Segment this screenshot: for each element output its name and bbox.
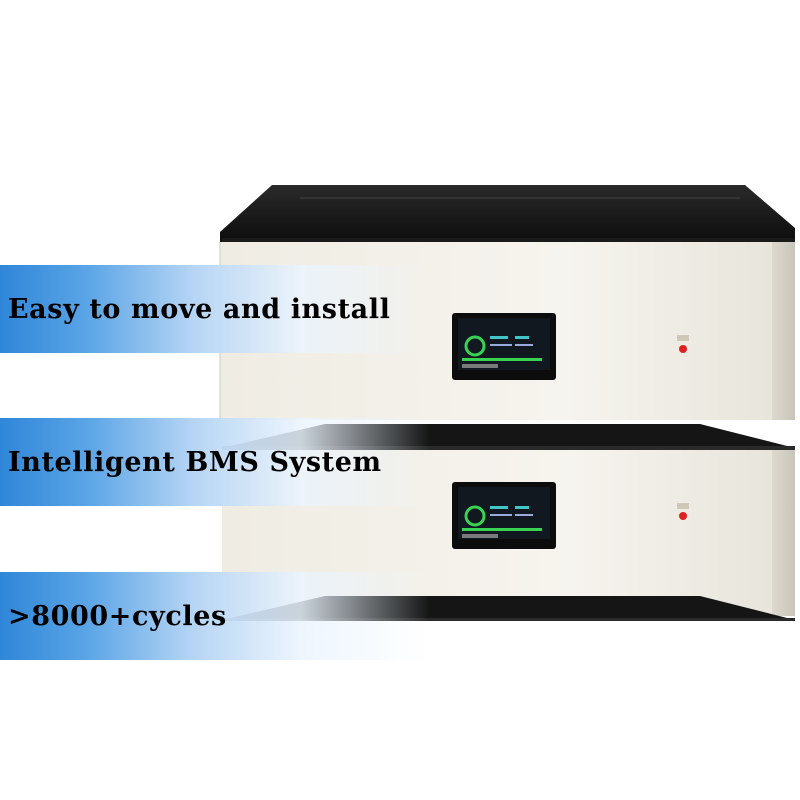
top-lid — [220, 185, 795, 246]
feature-text: >8000+cycles — [8, 600, 227, 632]
feature-banner-cycles: >8000+cycles — [0, 572, 430, 660]
banner-gradient — [0, 572, 430, 660]
banner-gradient — [0, 418, 430, 506]
display-screen-upper — [452, 313, 556, 380]
indicator-light-upper — [677, 335, 689, 353]
display-screen-lower — [452, 482, 556, 549]
feature-banner-bms: Intelligent BMS System — [0, 418, 430, 506]
feature-banner-easy-install: Easy to move and install — [0, 265, 430, 353]
indicator-light-lower — [677, 503, 689, 520]
feature-text: Easy to move and install — [8, 293, 391, 325]
banner-gradient — [0, 265, 430, 353]
feature-text: Intelligent BMS System — [8, 446, 382, 478]
